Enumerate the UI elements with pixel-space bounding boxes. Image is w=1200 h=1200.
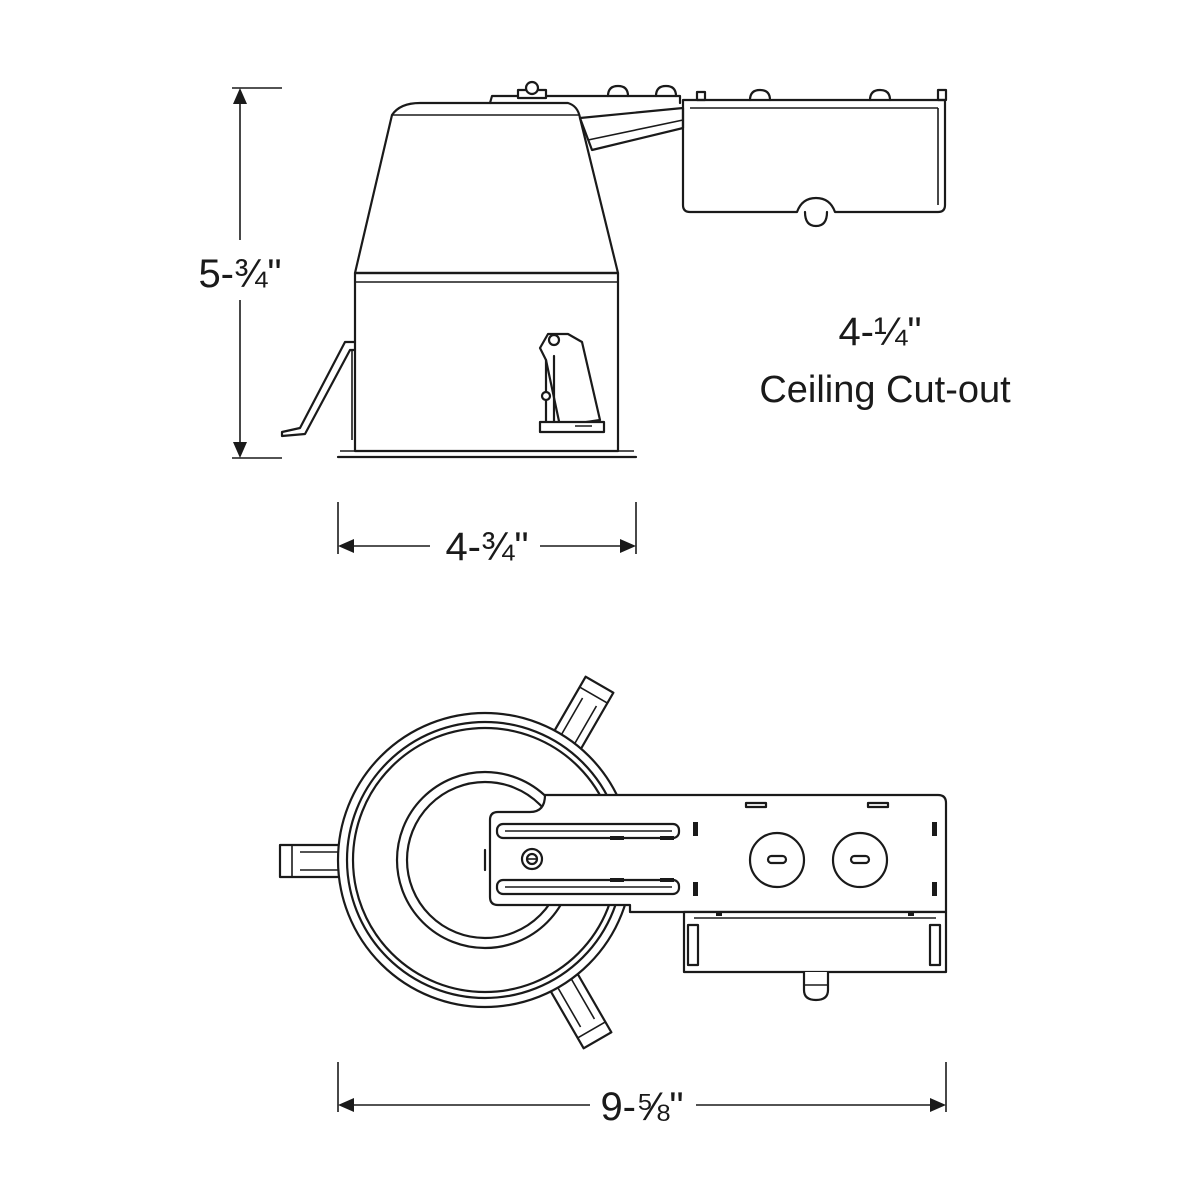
height-dimension-label: 5-¾" xyxy=(198,252,281,296)
length-dimension: 9-⅝" xyxy=(337,1062,947,1129)
connector-bracket xyxy=(578,106,685,152)
internal-clip xyxy=(538,332,606,434)
junction-box-nub xyxy=(802,972,830,1002)
knockouts xyxy=(748,831,889,889)
bracket-rails xyxy=(483,822,681,896)
housing-cone xyxy=(353,101,620,275)
length-dimension-label: 9-⅝" xyxy=(600,1085,683,1129)
mounting-clip xyxy=(280,340,357,438)
cutout-callout: 4-¼" Ceiling Cut-out xyxy=(759,310,1011,411)
bracket-slots xyxy=(693,801,937,896)
height-dimension: 5-¾" xyxy=(198,87,282,459)
grounding-screw xyxy=(520,847,544,871)
width-dimension: 4-¾" xyxy=(337,502,637,569)
top-view: 9-⅝" xyxy=(278,675,948,1129)
top-screws xyxy=(516,80,948,102)
cutout-size-label: 4-¼" xyxy=(838,310,921,354)
top-junction-box xyxy=(682,910,948,974)
width-dimension-label: 4-¾" xyxy=(445,525,528,569)
cutout-description-label: Ceiling Cut-out xyxy=(759,369,1011,411)
side-view: 5-¾" xyxy=(198,80,948,569)
junction-box xyxy=(681,98,947,214)
